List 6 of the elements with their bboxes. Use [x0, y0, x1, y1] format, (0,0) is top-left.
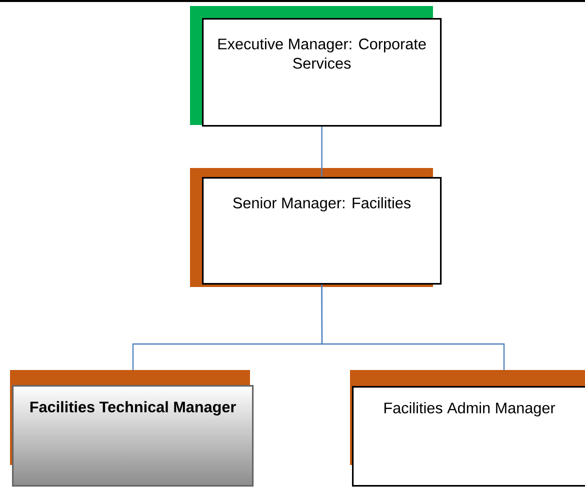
org-box: Facilities Admin Manager [350, 370, 585, 487]
org-box: Facilities Technical Manager [10, 370, 254, 487]
connector-line [321, 284, 505, 370]
org-box: Senior Manager: Facilities [190, 168, 442, 287]
org-box: Executive Manager: Corporate Services [190, 6, 442, 127]
connector-line [321, 126, 322, 177]
